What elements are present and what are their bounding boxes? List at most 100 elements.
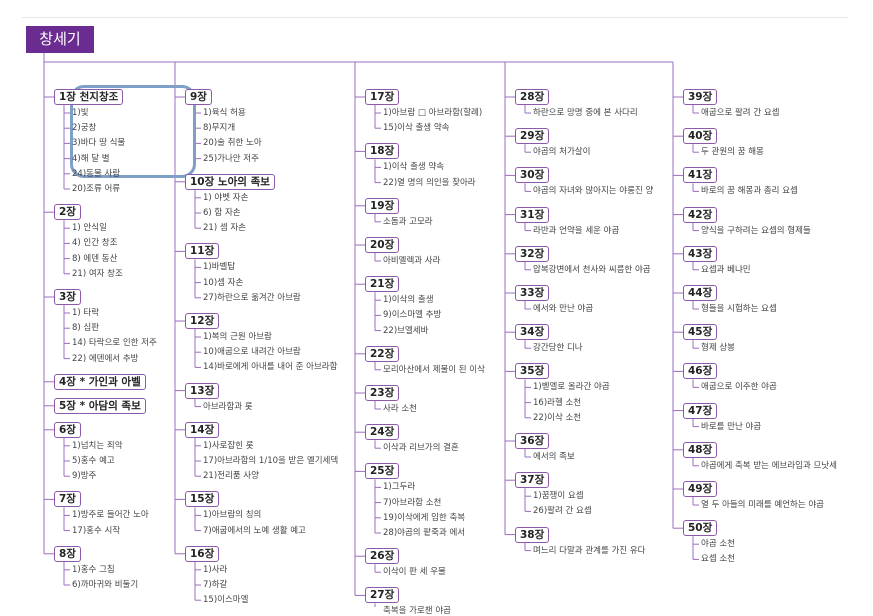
chapter-item: 강간당한 디나 [533, 343, 583, 354]
chapter-item: 19)이삭에게 임한 축복 [383, 512, 466, 523]
chapter-item: 2)궁창 [72, 123, 97, 134]
chapter-badge: 11장 [185, 243, 220, 260]
chapter-item: 축복을 가로챈 야곱 [383, 606, 451, 616]
chapter-item: 20)술 취한 노아 [203, 138, 262, 149]
chapter-item: 15)이스마엘 [203, 595, 249, 606]
top-divider [22, 17, 848, 18]
chapter-badge: 48장 [683, 441, 718, 458]
chapter-badge: 7장 [54, 491, 81, 508]
chapter-item: 아비멜렉과 사라 [383, 256, 441, 266]
chapter-item: 1)이삭의 출생 [383, 295, 434, 306]
chapter-item: 1)벧엘로 올라간 야곱 [533, 382, 610, 393]
chapter-item: 4)해 달 별 [72, 153, 110, 164]
chapter-badge: 46장 [683, 363, 718, 380]
chapter-item: 25)가나안 저주 [203, 153, 259, 164]
chapter-item: 27)하란으로 옮겨간 아브람 [203, 292, 301, 303]
chapter-item: 1)꿈쟁이 요셉 [533, 491, 584, 502]
chapter-item: 21) 여자 창조 [72, 268, 123, 279]
chapter-badge: 26장 [365, 548, 400, 565]
chapter-badge: 6장 [54, 421, 81, 438]
chapter-item: 바로의 꿈 해몽과 총리 요셉 [701, 186, 798, 197]
chapter-item: 22)이삭 소천 [533, 412, 582, 423]
chapter-badge: 21장 [365, 276, 400, 293]
chapter-badge: 38장 [515, 526, 550, 543]
chapter-item: 요셉과 베냐민 [701, 264, 751, 275]
chapter-item: 두 관원의 꿈 해몽 [701, 147, 764, 158]
chapter-item: 1)그두라 [383, 482, 416, 493]
chapter-item: 1) 타락 [72, 308, 100, 318]
chapter-item: 14)바로에게 아내를 내어 준 아브라함 [203, 362, 338, 373]
chapter-badge: 25장 [365, 463, 400, 480]
chapter-item: 7)하갈 [203, 580, 228, 590]
chapter-item: 28)야곱의 팥죽과 에서 [383, 528, 466, 538]
chapter-item: 1)사라 [203, 564, 228, 575]
chapter-badge: 15장 [185, 491, 220, 508]
chapter-item: 1)빛 [72, 108, 89, 118]
chapter-badge: 43장 [683, 245, 718, 262]
chapter-item: 22)열 명의 의인을 찾아라 [383, 177, 476, 188]
chapter-item: 1)육식 허용 [203, 108, 246, 118]
chapter-item: 3)바다 땅 식물 [72, 138, 126, 149]
chapter-badge: 50장 [683, 520, 718, 537]
chapter-badge: 16장 [185, 545, 220, 562]
chapter-item: 9)방주 [72, 471, 97, 482]
chapter-item: 8)무지개 [203, 123, 236, 134]
chapter-item: 8) 에덴 동산 [72, 253, 118, 264]
chapter-item: 열 두 아들의 미래를 예언하는 야곱 [701, 500, 824, 510]
chapter-item: 20)조류 어류 [72, 184, 121, 194]
chapter-item: 6)까마귀와 비둘기 [72, 580, 139, 590]
chapter-badge: 24장 [365, 424, 400, 441]
chapter-item: 1)넘치는 죄악 [72, 440, 123, 451]
chapter-badge: 10장 노아의 족보 [185, 173, 275, 190]
chapter-item: 애굽으로 이주한 야곱 [701, 382, 777, 393]
chapter-badge: 13장 [185, 382, 220, 399]
chapter-badge: 23장 [365, 385, 400, 401]
chapter-item: 1)방주로 들어간 노아 [72, 510, 149, 521]
chapter-badge: 30장 [515, 167, 550, 184]
chapter-badge: 17장 [365, 89, 400, 105]
chapter-item: 10)애굽으로 내려간 아브람 [203, 347, 301, 358]
chapter-item: 모리아산에서 제물이 된 이삭 [383, 364, 485, 375]
chapter-item: 에서의 족보 [533, 452, 575, 462]
chapter-item: 8) 심판 [72, 323, 100, 334]
chapter-item: 1) 안식일 [72, 223, 107, 234]
chapter-item: 야곱 소천 [701, 539, 735, 550]
chapter-badge: 4장 * 가인과 아벨 [54, 373, 146, 390]
chapter-badge: 44장 [683, 285, 718, 301]
chapter-item: 1)바벨탑 [203, 262, 236, 273]
chapter-badge: 14장 [185, 421, 220, 438]
chapter-badge: 12장 [185, 313, 220, 329]
chapter-item: 21) 셈 자손 [203, 223, 246, 234]
chapter-badge: 3장 [54, 289, 81, 305]
chapter-badge: 33장 [515, 285, 550, 301]
chapter-item: 이삭과 리브가의 결혼 [383, 443, 459, 454]
chapter-item: 양식을 구하려는 요셉의 형제들 [701, 225, 811, 236]
chapter-badge: 42장 [683, 206, 718, 223]
chapter-item: 바로를 만난 야곱 [701, 421, 762, 432]
chapter-item: 요셉 소천 [701, 554, 735, 565]
chapter-item: 1)홍수 그침 [72, 564, 115, 575]
chapter-item: 며느리 다말과 관계를 가진 유다 [533, 545, 646, 556]
chapter-badge: 35장 [515, 363, 550, 380]
chapter-badge: 19장 [365, 197, 400, 214]
chapter-badge: 9장 [185, 89, 212, 105]
chapter-item: 17)아브라함의 1/10을 받은 멜기세덱 [203, 456, 339, 466]
chapter-item: 16)라헬 소천 [533, 397, 582, 408]
chapter-item: 24)동물 사람 [72, 168, 121, 179]
chapter-item: 7)애굽에서의 노예 생활 예고 [203, 525, 306, 536]
chapter-item: 애굽으로 팔려 간 요셉 [701, 108, 780, 118]
chapter-badge: 28장 [515, 89, 550, 105]
chapter-item: 1)이삭 출생 약속 [383, 162, 445, 173]
chapter-item: 15)이삭 출생 약속 [383, 123, 450, 134]
chapter-item: 하란으로 망명 중에 본 사다리 [533, 108, 638, 118]
chapter-item: 14) 타락으로 인한 저주 [72, 338, 157, 349]
chapter-badge: 29장 [515, 128, 550, 145]
chapter-badge: 22장 [365, 345, 400, 362]
chapter-badge: 18장 [365, 143, 400, 160]
chapter-badge: 32장 [515, 245, 550, 262]
chapter-item: 에서와 만난 야곱 [533, 304, 594, 314]
chapter-badge: 20장 [365, 237, 400, 253]
chapter-item: 사라 소천 [383, 404, 417, 414]
chapter-badge: 36장 [515, 433, 550, 449]
